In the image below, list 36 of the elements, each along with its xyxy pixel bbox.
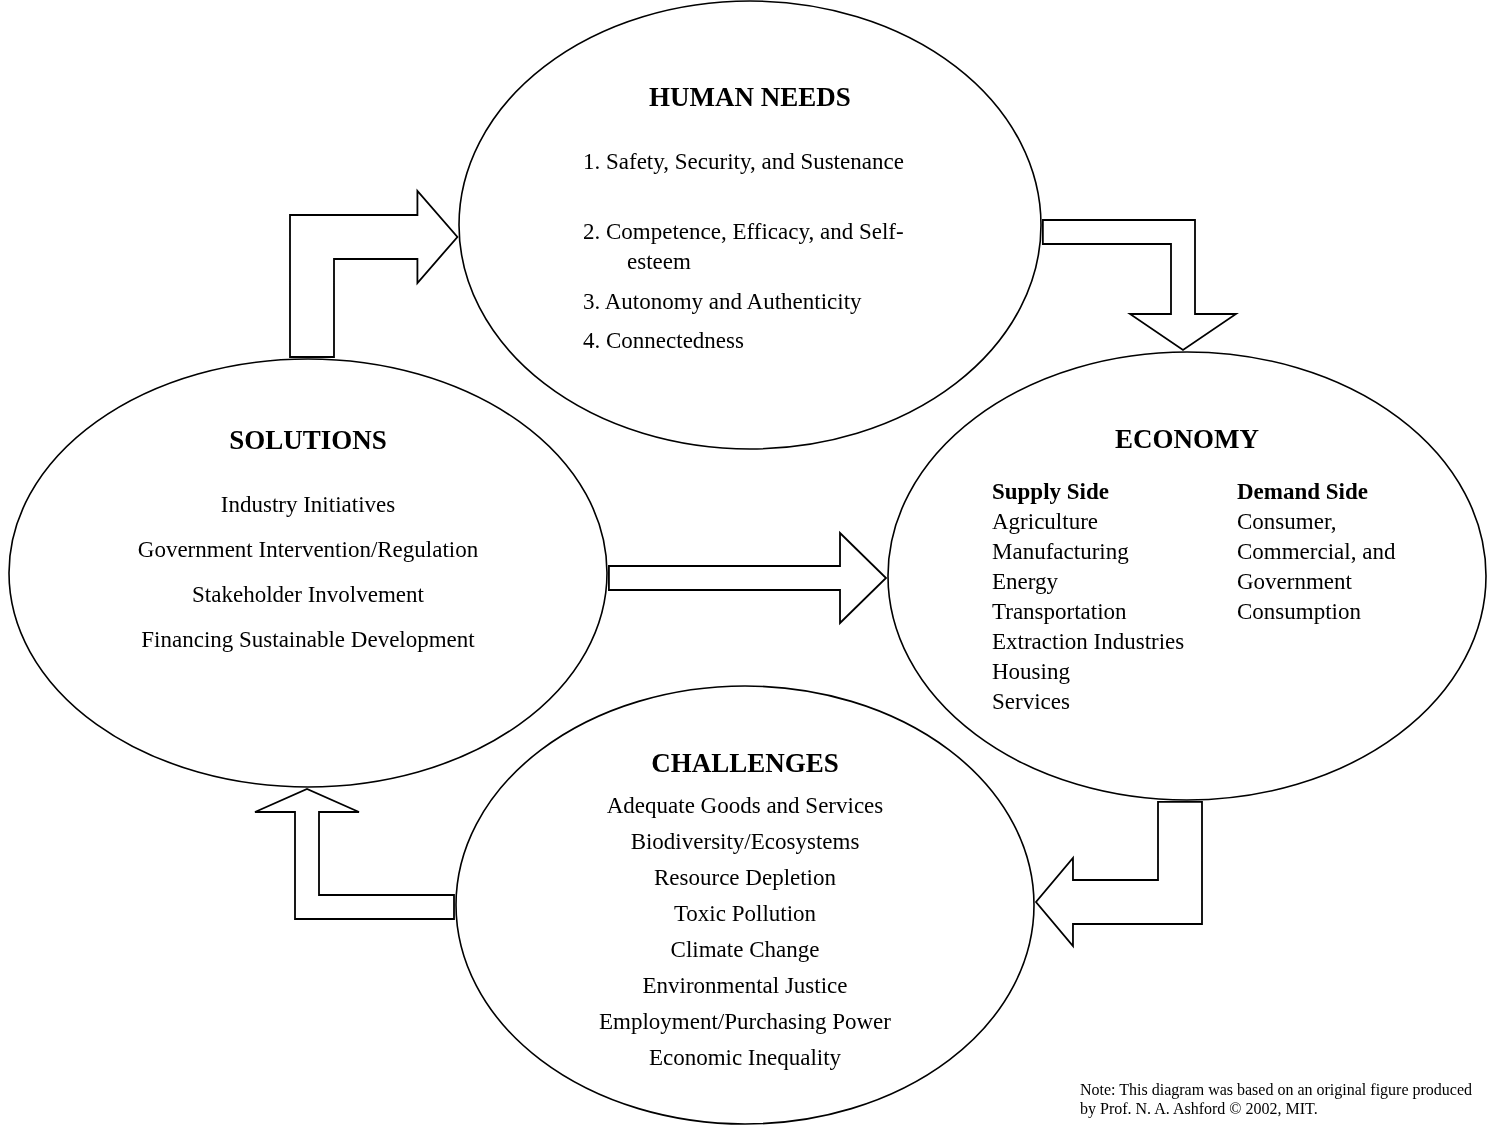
- item-text: Manufacturing: [992, 538, 1130, 566]
- block-arrow: [1041, 219, 1239, 352]
- note-text: Note: This diagram was based on an original figure produced by Prof. N. A. Ashford © 2002, MIT.: [1080, 1080, 1474, 1118]
- heading: CHALLENGES: [650, 748, 840, 778]
- heading: HUMAN NEEDS: [648, 82, 852, 112]
- item-text: Housing: [992, 658, 1071, 686]
- heading: SOLUTIONS: [228, 425, 388, 455]
- subheading: Supply Side: [992, 478, 1110, 506]
- item-text: Industry Initiatives: [219, 491, 397, 519]
- item-text: Consumer, Commercial, and Government Consumption: [1237, 508, 1397, 626]
- heading: ECONOMY: [1114, 424, 1260, 454]
- item-text: Transportation: [992, 598, 1128, 626]
- item-text: Environmental Justice: [641, 972, 849, 1000]
- list-item: 2. Competence, Efficacy, and Self-esteem: [583, 218, 905, 276]
- item-text: Biodiversity/Ecosystems: [629, 828, 861, 856]
- item-text: Climate Change: [669, 936, 821, 964]
- list-item: 1. Safety, Security, and Sustenance: [583, 148, 905, 176]
- block-arrow: [289, 188, 459, 358]
- item-text: Economic Inequality: [647, 1044, 843, 1072]
- item-text: Agriculture: [992, 508, 1099, 536]
- item-text: Financing Sustainable Development: [140, 626, 476, 654]
- list-item: 3. Autonomy and Authenticity: [583, 288, 863, 316]
- block-arrow: [254, 788, 455, 920]
- item-text: Adequate Goods and Services: [605, 792, 885, 820]
- item-text: Government Intervention/Regulation: [136, 536, 480, 564]
- list-item: 4. Connectedness: [583, 327, 745, 355]
- subheading: Demand Side: [1237, 478, 1369, 506]
- item-text: Stakeholder Involvement: [191, 581, 425, 609]
- item-text: Energy: [992, 568, 1059, 596]
- block-arrow: [608, 530, 888, 626]
- item-text: Services: [992, 688, 1071, 716]
- item-text: Resource Depletion: [653, 864, 837, 892]
- item-text: Extraction Industries: [992, 628, 1186, 656]
- block-arrow: [1034, 801, 1203, 949]
- item-text: Employment/Purchasing Power: [598, 1008, 892, 1036]
- item-text: Toxic Pollution: [672, 900, 818, 928]
